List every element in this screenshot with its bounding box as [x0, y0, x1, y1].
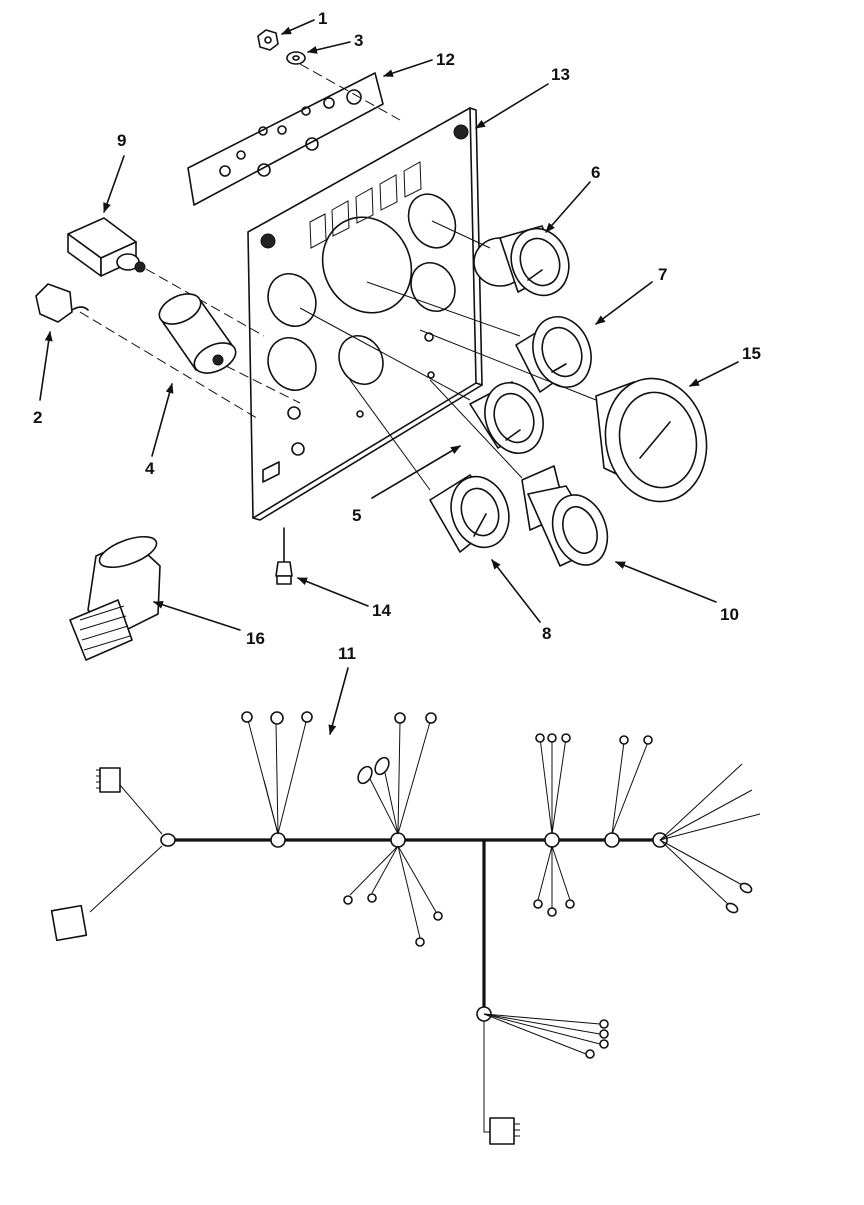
callout-6: 6 — [591, 163, 601, 182]
callout-14: 14 — [372, 601, 391, 620]
callout-10: 10 — [720, 605, 739, 624]
large-gauge — [595, 377, 708, 503]
hex-nut — [257, 29, 279, 51]
mounting-bracket — [187, 72, 384, 206]
callout-9: 9 — [117, 131, 127, 150]
cylinder-component — [158, 293, 237, 374]
callout-16: 16 — [246, 629, 265, 648]
sender-probe — [275, 527, 293, 585]
gauge-8 — [429, 474, 510, 553]
callout-5: 5 — [352, 506, 362, 525]
gauge-6 — [473, 225, 570, 297]
callout-15: 15 — [742, 344, 761, 363]
callout-13: 13 — [551, 65, 570, 84]
switch-block — [67, 217, 146, 277]
bracket-gauge — [521, 465, 609, 567]
callout-12: 12 — [436, 50, 455, 69]
callout-3: 3 — [354, 31, 364, 50]
instrument-panel — [247, 107, 483, 521]
callout-1: 1 — [318, 9, 328, 28]
toggle-switch — [35, 283, 89, 323]
gauge-7 — [515, 316, 592, 393]
callout-4: 4 — [145, 459, 155, 478]
washer — [286, 51, 306, 65]
gauge-5 — [469, 381, 544, 454]
callout-7: 7 — [658, 265, 668, 284]
callout-8: 8 — [542, 624, 552, 643]
wiring-harness — [50, 711, 761, 1145]
adapter-fitting — [69, 535, 161, 661]
callout-11: 11 — [338, 644, 356, 663]
callout-2: 2 — [33, 408, 43, 427]
